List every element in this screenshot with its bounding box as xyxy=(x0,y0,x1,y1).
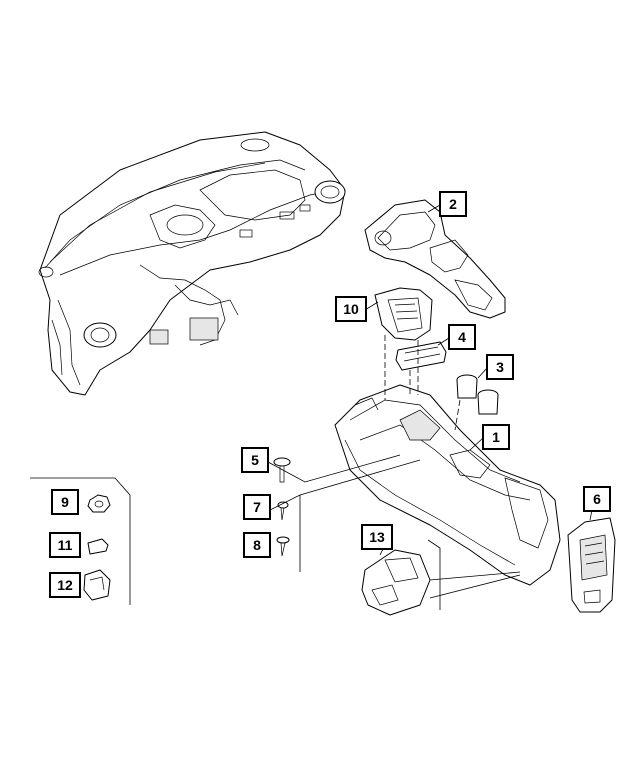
rear-console-trim xyxy=(567,517,616,613)
svg-text:7: 7 xyxy=(253,499,261,515)
svg-text:11: 11 xyxy=(58,537,73,553)
cup-holder xyxy=(456,374,499,415)
callout-12: 12 xyxy=(49,572,81,598)
callout-1: 1 xyxy=(482,424,510,450)
svg-text:10: 10 xyxy=(343,301,359,317)
svg-text:4: 4 xyxy=(458,329,466,345)
nut-9 xyxy=(87,494,111,513)
clip-12 xyxy=(83,569,111,601)
leader-lines xyxy=(30,204,595,610)
fastener-8 xyxy=(276,536,290,557)
callout-4: 4 xyxy=(448,324,476,350)
callout-7: 7 xyxy=(243,494,271,520)
callout-11: 11 xyxy=(49,532,81,558)
callout-10: 10 xyxy=(335,296,367,322)
instrument-panel xyxy=(38,131,346,396)
callout-13: 13 xyxy=(361,524,393,550)
svg-text:8: 8 xyxy=(253,537,261,553)
console-bracket xyxy=(361,549,431,616)
svg-text:2: 2 xyxy=(449,196,457,212)
callout-9: 9 xyxy=(51,489,79,515)
callout-6: 6 xyxy=(583,486,611,512)
svg-text:13: 13 xyxy=(369,529,385,545)
fastener-7 xyxy=(277,501,289,521)
callout-8: 8 xyxy=(243,532,271,558)
svg-text:5: 5 xyxy=(251,452,259,468)
callout-3: 3 xyxy=(486,354,514,380)
svg-text:3: 3 xyxy=(496,359,504,375)
svg-text:6: 6 xyxy=(593,491,601,507)
callout-5: 5 xyxy=(241,447,269,473)
svg-text:9: 9 xyxy=(61,494,69,510)
shifter-trim xyxy=(374,287,433,341)
floor-console xyxy=(334,384,561,586)
svg-text:1: 1 xyxy=(492,429,500,445)
fastener-5 xyxy=(273,457,291,483)
svg-text:12: 12 xyxy=(57,577,73,593)
callout-2: 2 xyxy=(439,191,467,217)
switch-bank xyxy=(395,341,447,371)
clip-11 xyxy=(87,538,109,555)
